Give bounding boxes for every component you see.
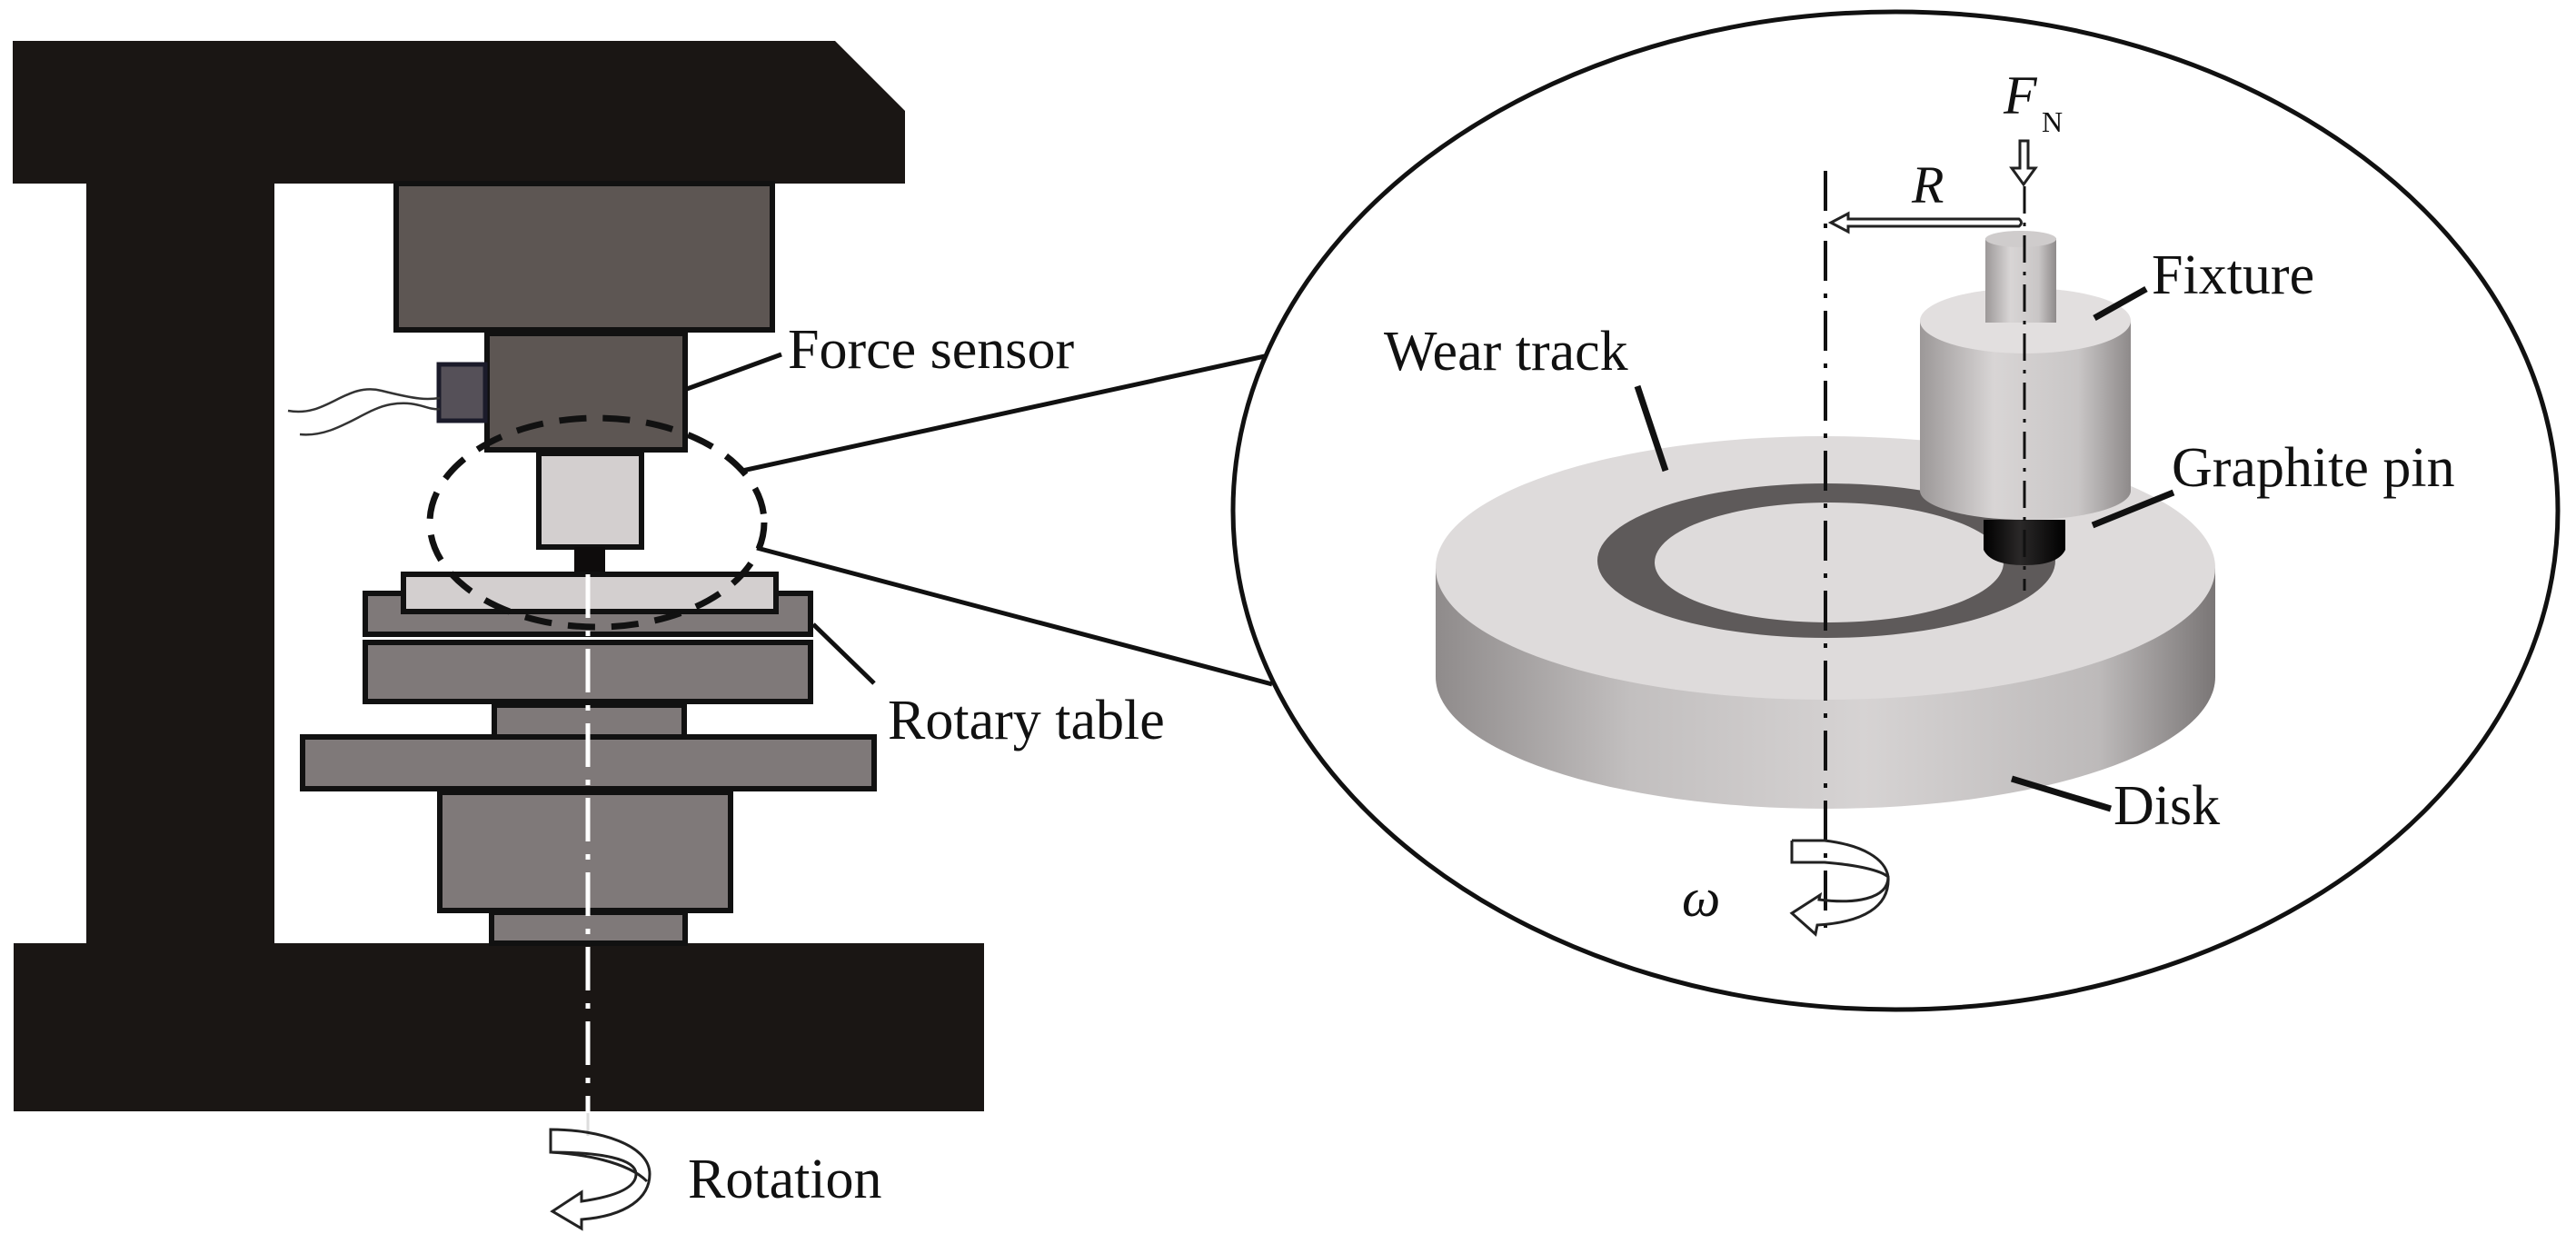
disk-center-area: [1655, 503, 2004, 622]
wear-track-label: Wear track: [1384, 321, 1628, 383]
normal-force-label: F: [2003, 65, 2038, 125]
sensor-connector: [436, 362, 488, 423]
detail-view: F N R Fixture Wear track Graphite pin Di…: [1230, 9, 2561, 1012]
loading-head-block: [393, 181, 775, 333]
sensor-cable-icon: [287, 388, 441, 436]
spindle-housing: [437, 790, 733, 913]
frame-base: [14, 943, 984, 1111]
rotation-label: Rotation: [688, 1149, 882, 1210]
zoom-region-outline: [426, 414, 768, 631]
angular-velocity-arrow-icon: [1789, 839, 1890, 937]
pin-holder: [536, 451, 644, 550]
rotary-table-leader: [811, 622, 876, 685]
pin: [574, 547, 605, 574]
radius-label: R: [1911, 155, 1944, 214]
fixture-leader: [2093, 285, 2148, 322]
test-rig: Force sensor Rotary table Rotation: [13, 41, 1165, 1231]
fixture-stem-base: [1985, 273, 2056, 323]
disk-leader: [2010, 775, 2113, 812]
graphite-pin-label: Graphite pin: [2172, 437, 2455, 499]
radius-arrow-icon: [1827, 211, 2023, 234]
force-sensor-leader: [686, 352, 782, 392]
graphite-pin-leader: [2091, 489, 2175, 529]
wear-track-leader: [1634, 384, 1669, 473]
frame-column: [86, 182, 274, 945]
zoom-connector-upper: [741, 353, 1266, 473]
fixture-stem-top: [1985, 231, 2056, 247]
normal-force-arrow-icon: [2009, 139, 2038, 187]
spindle-foot: [489, 910, 688, 946]
normal-force-subscript: N: [2042, 105, 2063, 138]
fixture-label: Fixture: [2152, 244, 2314, 306]
zoom-connector-lower: [756, 545, 1273, 687]
force-sensor-label: Force sensor: [788, 319, 1074, 381]
disk-label: Disk: [2114, 775, 2220, 837]
rotation-arrow-icon: [549, 1128, 651, 1231]
angular-velocity-label: ω: [1682, 868, 1720, 928]
frame-top-beam: [13, 41, 905, 184]
rotary-table-label: Rotary table: [888, 690, 1165, 751]
force-sensor-block: [484, 331, 688, 453]
